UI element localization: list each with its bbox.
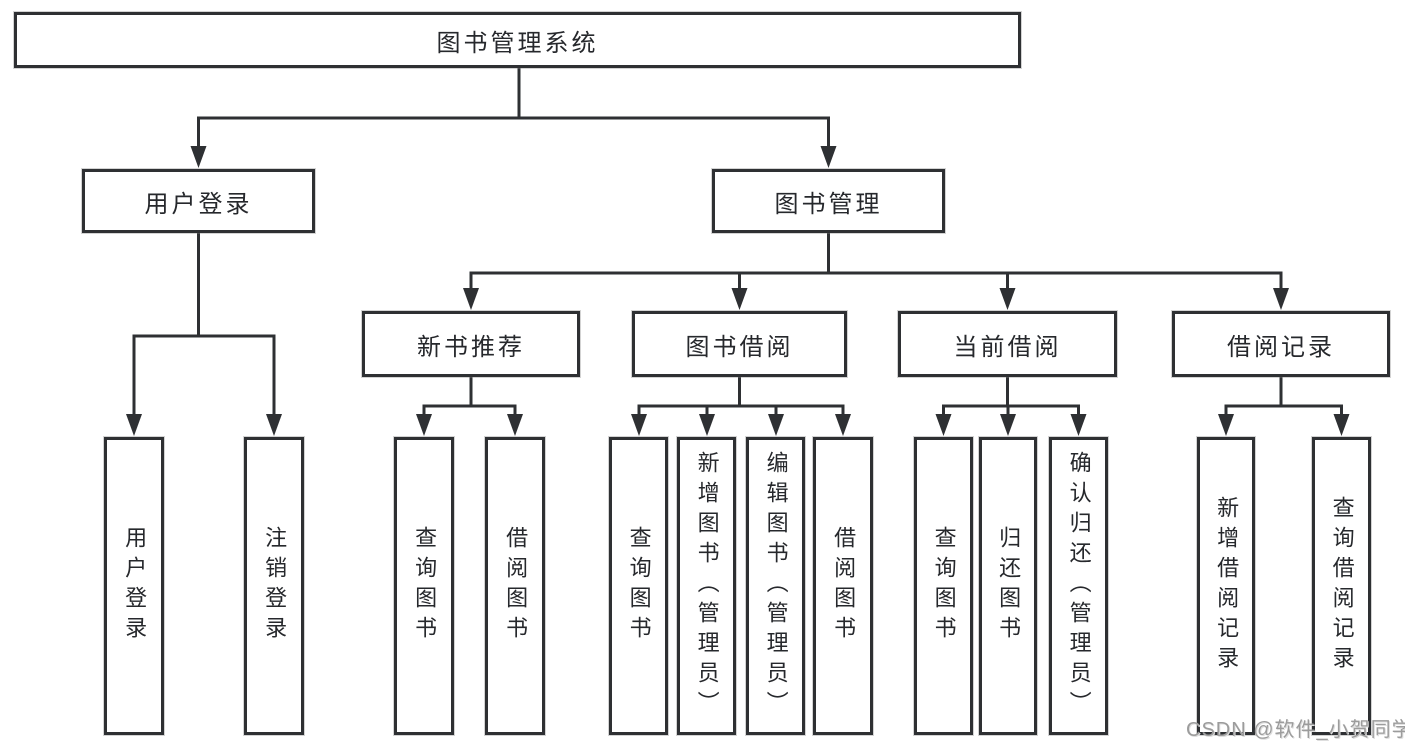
leaf-query-borrow-record: 查询借阅记录 — [1312, 437, 1371, 735]
leaf-add-books-admin: 新增图书（管理员） — [677, 437, 736, 735]
arrowhead — [463, 288, 479, 310]
node-label: 注销登录 — [262, 526, 288, 646]
arrowhead — [266, 414, 282, 436]
connector-book-borrow-to-leaves — [637, 377, 845, 416]
leaf-recommend-query-books: 查询图书 — [394, 437, 454, 735]
node-label: 查询借阅记录 — [1329, 496, 1355, 676]
node-library-management-system: 图书管理系统 — [14, 12, 1021, 68]
leaf-logout-login: 注销登录 — [244, 437, 304, 735]
arrowhead — [631, 414, 647, 436]
connector-new-book-to-leaves — [422, 377, 517, 416]
arrowhead — [935, 414, 952, 436]
node-label: 图书借阅 — [685, 333, 794, 361]
node-book-management: 图书管理 — [712, 169, 945, 233]
leaf-borrowing-query-books: 查询图书 — [609, 437, 668, 735]
leaf-user-login: 用户登录 — [104, 437, 164, 735]
node-label: 编辑图书（管理员） — [763, 451, 789, 721]
arrowhead — [1218, 414, 1234, 436]
leaf-return-books: 归还图书 — [979, 437, 1037, 735]
arrowhead — [731, 288, 748, 310]
arrowhead — [190, 146, 207, 168]
node-label: 确认归还（管理员） — [1066, 451, 1092, 721]
node-new-book-recommendation: 新书推荐 — [362, 311, 580, 377]
node-label: 当前借阅 — [953, 333, 1062, 361]
arrowhead — [1273, 288, 1289, 310]
leaf-add-borrow-record: 新增借阅记录 — [1197, 437, 1255, 735]
node-label: 借阅图书 — [503, 526, 529, 646]
leaf-borrowing-borrow-books: 借阅图书 — [813, 437, 873, 735]
connector-root-to-level2 — [197, 68, 830, 148]
node-label: 查询图书 — [626, 526, 652, 646]
node-label: 新书推荐 — [417, 333, 525, 361]
watermark: CSDN @软件_小贺同学 — [1186, 719, 1405, 741]
arrowhead — [820, 146, 837, 168]
arrowhead — [699, 414, 715, 436]
connector-paths — [132, 68, 1343, 416]
arrowhead — [1070, 414, 1087, 436]
leaf-current-query-books: 查询图书 — [914, 437, 973, 735]
connector-current-borrow-to-leaves — [942, 377, 1080, 416]
node-current-borrowing: 当前借阅 — [898, 311, 1117, 377]
node-borrowing-records: 借阅记录 — [1172, 311, 1390, 377]
arrowhead — [126, 414, 142, 436]
leaf-edit-books-admin: 编辑图书（管理员） — [746, 437, 805, 735]
arrowhead — [768, 414, 784, 436]
node-label: 用户登录 — [144, 190, 253, 218]
leaf-confirm-return-admin: 确认归还（管理员） — [1049, 437, 1108, 735]
node-label: 借阅图书 — [831, 526, 857, 646]
node-label: 查询图书 — [931, 526, 957, 646]
node-label: 图书管理系统 — [436, 29, 599, 57]
arrowhead — [1000, 414, 1016, 436]
node-label: 新增借阅记录 — [1214, 496, 1240, 676]
connector-user-login-to-leaves — [132, 233, 276, 416]
node-label: 图书管理 — [774, 190, 883, 218]
arrowhead — [1333, 414, 1350, 436]
arrowhead — [999, 288, 1016, 310]
node-label: 查询图书 — [412, 526, 438, 646]
arrowhead — [835, 414, 851, 436]
node-label: 借阅记录 — [1227, 333, 1335, 361]
node-label: 归还图书 — [996, 526, 1022, 646]
node-label: 新增图书（管理员） — [694, 451, 720, 721]
node-label: 用户登录 — [122, 526, 148, 646]
arrowhead — [416, 414, 432, 436]
node-user-login: 用户登录 — [82, 169, 315, 233]
arrowhead — [507, 414, 523, 436]
connector-borrow-records-to-leaves — [1224, 377, 1343, 416]
connector-book-mgmt-to-level3 — [469, 233, 1283, 290]
leaf-recommend-borrow-books: 借阅图书 — [485, 437, 545, 735]
arrowheads — [126, 146, 1350, 436]
node-book-borrowing: 图书借阅 — [632, 311, 847, 377]
